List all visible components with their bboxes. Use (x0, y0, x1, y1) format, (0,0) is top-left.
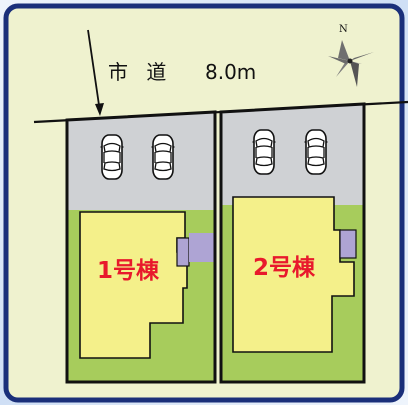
lot-2-annex (339, 229, 357, 259)
lot-1-side-annex (189, 233, 215, 262)
lot-1 (65, 110, 217, 384)
road-leader-line (87, 29, 101, 113)
car-icon (99, 134, 125, 180)
road-label: 市 道 (108, 60, 172, 84)
compass-north-label: N (339, 24, 348, 35)
car-icon (251, 129, 277, 175)
lot-1-parking-area (67, 112, 215, 210)
car-icon (303, 129, 329, 175)
lot-2-label: 2号棟 (253, 255, 316, 281)
lot-2 (219, 102, 366, 384)
road-leader-arrowhead (95, 103, 104, 116)
lot-2-parking-area (221, 104, 364, 205)
road-width: 8.0m (205, 60, 256, 84)
car-icon (150, 134, 176, 180)
lot-1-outline (65, 110, 217, 384)
compass-star-icon (328, 40, 374, 87)
lot-1-annex (176, 237, 190, 267)
lot-2-house (232, 196, 355, 353)
lot-1-label: 1号棟 (97, 258, 160, 284)
lot-2-outline (219, 102, 366, 384)
